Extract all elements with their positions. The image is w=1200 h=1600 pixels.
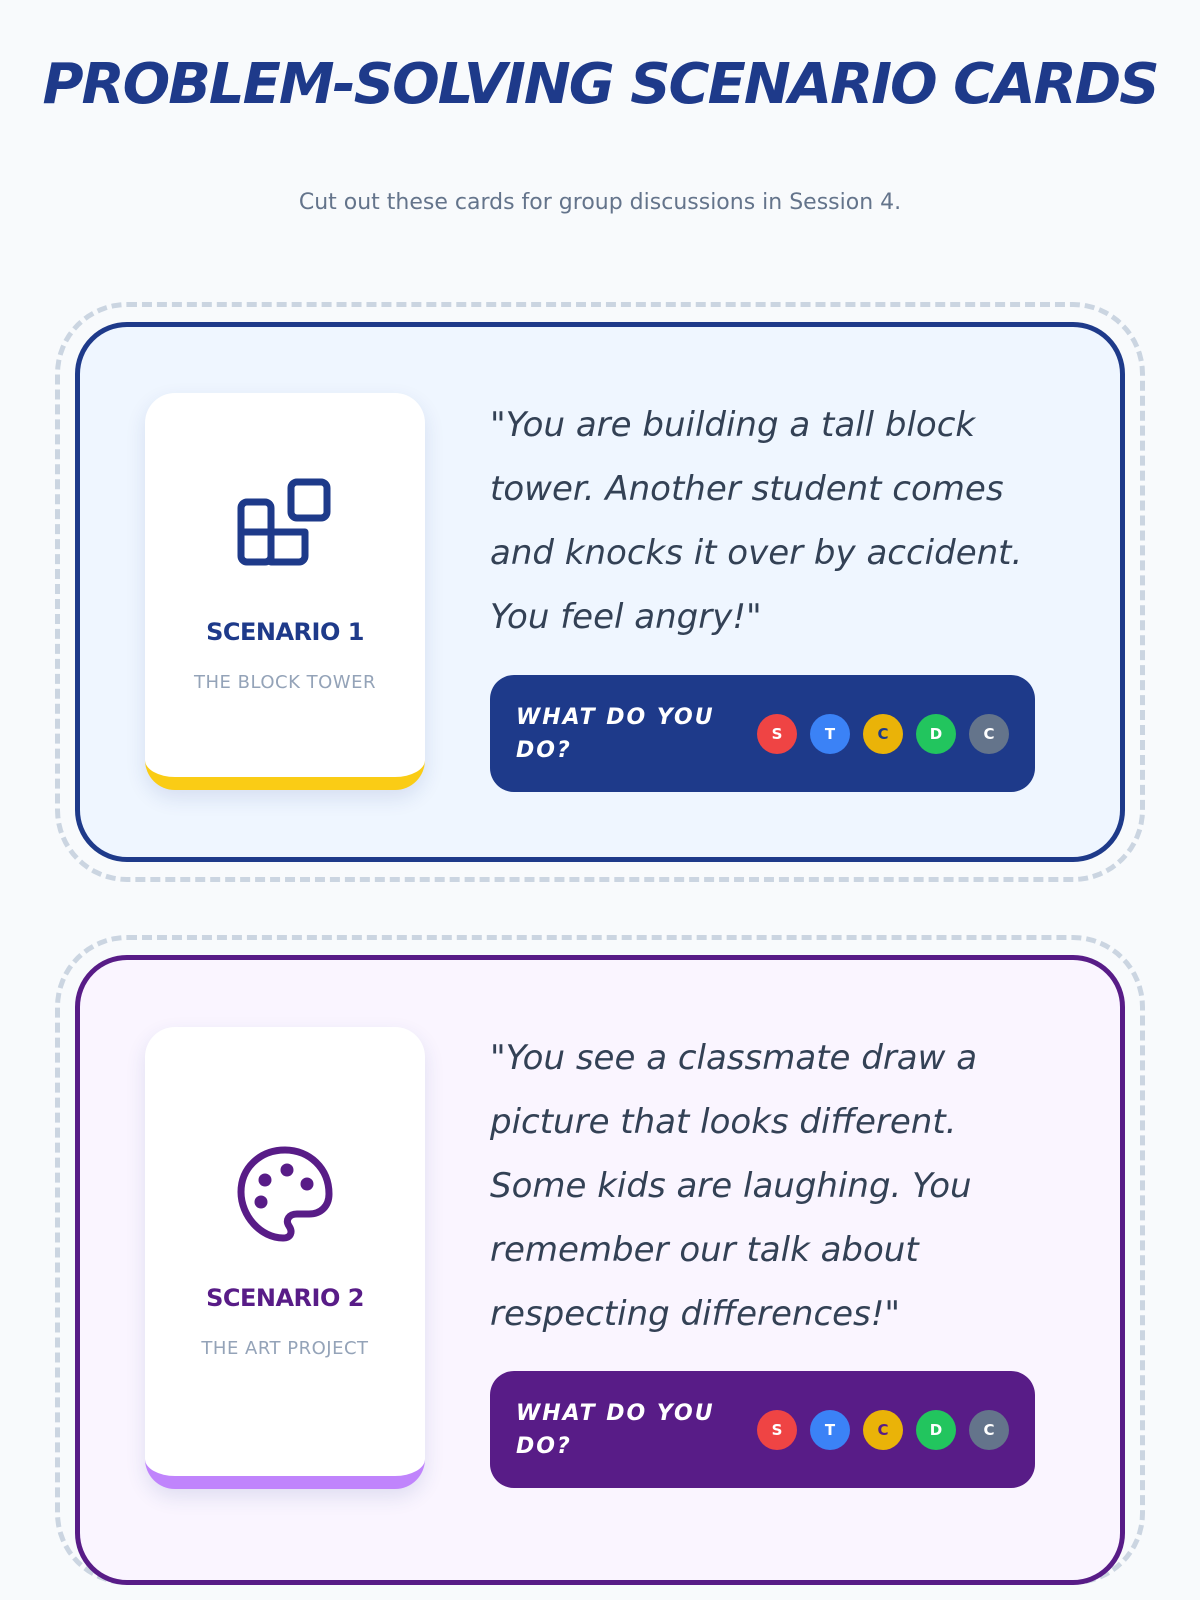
skill-dot: S (757, 713, 797, 754)
scenario-quote: "You see a classmate draw a picture that… (490, 1038, 978, 1334)
scenario-badge: SCENARIO 2 THE ART PROJECT (145, 1027, 425, 1489)
skill-dot: T (810, 713, 850, 754)
blocks-icon (237, 478, 331, 565)
skill-dot: C (863, 713, 903, 754)
scenario-name: THE ART PROJECT (201, 1338, 369, 1359)
prompt-label: WHAT DO YOU DO? (516, 704, 715, 763)
page-subtitle: Cut out these cards for group discussion… (298, 190, 902, 215)
skill-dot: D (916, 713, 956, 754)
skill-dots: S T C D C (757, 1409, 1009, 1450)
scenario-card-1: SCENARIO 1 THE BLOCK TOWER "You are buil… (75, 322, 1125, 862)
skill-dot: S (757, 1409, 797, 1450)
what-do-you-do-box: WHAT DO YOU DO? S T C D C (490, 1371, 1035, 1488)
scenario-label: SCENARIO 1 (206, 617, 364, 646)
prompt-label: WHAT DO YOU DO? (516, 1400, 715, 1459)
skill-dot: C (863, 1409, 903, 1450)
scenario-card-1-cutline: SCENARIO 1 THE BLOCK TOWER "You are buil… (55, 302, 1145, 882)
scenario-card-2-cutline: SCENARIO 2 THE ART PROJECT "You see a cl… (55, 935, 1145, 1585)
what-do-you-do-box: WHAT DO YOU DO? S T C D C (490, 675, 1035, 792)
page-title: PROBLEM-SOLVING SCENARIO CARDS (42, 52, 1159, 117)
scenario-card-2: SCENARIO 2 THE ART PROJECT "You see a cl… (75, 955, 1125, 1585)
skill-dot: D (916, 1409, 956, 1450)
skill-dots: S T C D C (757, 713, 1009, 754)
palette-icon (237, 1146, 333, 1242)
scenario-quote: "You are building a tall block tower. An… (490, 405, 1023, 637)
scenario-name: THE BLOCK TOWER (194, 671, 376, 693)
skill-dot: T (810, 1409, 850, 1450)
scenario-badge: SCENARIO 1 THE BLOCK TOWER (145, 393, 425, 790)
skill-dot: C (969, 713, 1009, 754)
scenario-label: SCENARIO 2 (206, 1284, 364, 1312)
skill-dot: C (969, 1409, 1009, 1450)
